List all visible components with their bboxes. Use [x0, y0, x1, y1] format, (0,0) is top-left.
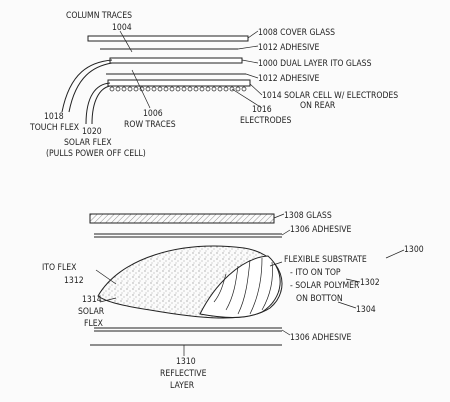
solar-cell-label-line1: 1014 SOLAR CELL W/ ELECTRODES: [262, 91, 398, 101]
solar-flex-leader: [99, 297, 117, 303]
ref-1004: 1004: [112, 23, 132, 33]
glass-label: 1308 GLASS: [284, 211, 332, 221]
electrode-bead: [151, 86, 157, 92]
touch-flex-cable-inner: [68, 62, 113, 113]
electrode-bead: [121, 86, 127, 92]
electrode-bead: [187, 86, 193, 92]
row-traces-leader: [131, 69, 151, 109]
ref-1314: 1314: [82, 295, 102, 305]
layer-label: LAYER: [170, 381, 195, 391]
touch-flex-cable: [61, 59, 113, 113]
ito-glass-leader: [241, 59, 259, 64]
dual-layer-ito-glass: [109, 57, 243, 64]
electrode-bead: [175, 86, 181, 92]
ito-flex-leader: [95, 269, 117, 285]
electrode-bead: [235, 86, 241, 92]
solar-flex-note: (PULLS POWER OFF CELL): [46, 149, 146, 159]
solar-polymer-label: - SOLAR POLYMER: [290, 281, 360, 291]
adhesive-mid-label: 1012 ADHESIVE: [258, 74, 320, 84]
solar-cell-label-line2: ON REAR: [300, 101, 336, 111]
flexible-substrate-label: FLEXIBLE SUBSTRATE: [284, 255, 367, 265]
ref-1018: 1018: [44, 112, 64, 122]
adhesive-top-label-b: 1306 ADHESIVE: [290, 225, 352, 235]
electrode-bead: [157, 86, 163, 92]
electrode-bead: [109, 86, 115, 92]
ref-1312: 1312: [64, 276, 84, 286]
solar-flex-label: SOLAR FLEX: [64, 138, 112, 148]
top-figure: COLUMN TRACES 1004 1008 COVER GLASS 1012…: [29, 11, 398, 159]
electrode-bead: [127, 86, 133, 92]
electrode-bead: [115, 86, 121, 92]
electrode-bead: [193, 86, 199, 92]
flex-label: FLEX: [84, 319, 104, 329]
electrode-bead: [169, 86, 175, 92]
solar-cell-layer: [107, 79, 251, 87]
reflective-label: REFLECTIVE: [160, 369, 207, 379]
electrode-bead: [133, 86, 139, 92]
ref-1304-leader: [337, 301, 357, 309]
bottom-figure: 1308 GLASS 1306 ADHESIVE FLEXIBLE SUBSTR…: [42, 211, 424, 391]
ref-1300: 1300: [404, 245, 424, 255]
dual-layer-ito-label: 1000 DUAL LAYER ITO GLASS: [258, 59, 372, 69]
column-traces-leader: [119, 30, 133, 53]
adhesive-top-leader: [237, 45, 259, 50]
ref-1310: 1310: [176, 357, 196, 367]
solar-flex-cable: [85, 82, 111, 125]
touch-flex-label: TOUCH FLEX: [29, 123, 80, 133]
ref-1300-leader: [385, 249, 405, 259]
electrode-bead: [205, 86, 211, 92]
electrodes-leader: [231, 88, 263, 109]
electrode-bead: [223, 86, 229, 92]
cover-glass-leader: [247, 30, 259, 39]
adhesive-top-label: 1012 ADHESIVE: [258, 43, 320, 53]
solar-polymer-hatching: [213, 257, 273, 315]
cover-glass-layer: [87, 35, 249, 42]
solar-flex-cable-inner: [91, 85, 111, 125]
ref-1016: 1016: [252, 105, 272, 115]
electrode-bead: [181, 86, 187, 92]
electrode-bead: [199, 86, 205, 92]
ref-1302: 1302: [360, 278, 380, 288]
electrodes-label: ELECTRODES: [240, 116, 291, 126]
electrode-bead: [217, 86, 223, 92]
rear-electrodes: [109, 86, 247, 92]
ref-1020: 1020: [82, 127, 102, 137]
adhesive-bottom-leader: [281, 329, 291, 336]
solar-cell-leader: [249, 83, 263, 96]
column-traces-label: COLUMN TRACES: [66, 11, 132, 21]
electrode-bead: [241, 86, 247, 92]
ref-1006: 1006: [143, 109, 163, 119]
row-traces-label: ROW TRACES: [124, 120, 176, 130]
substrate-leader: [269, 261, 283, 267]
solar-label: SOLAR: [78, 307, 105, 317]
ref-1302-leader: [345, 278, 361, 283]
ito-on-top-label: - ITO ON TOP: [290, 268, 341, 278]
adhesive-bottom-label: 1306 ADHESIVE: [290, 333, 352, 343]
ito-flex-label: ITO FLEX: [42, 263, 77, 273]
ref-1304: 1304: [356, 305, 376, 315]
on-bottom-label: ON BOTTON: [296, 294, 343, 304]
electrode-bead: [211, 86, 217, 92]
solar-polymer-region: [199, 255, 281, 318]
glass-leader: [273, 213, 285, 219]
cover-glass-label: 1008 COVER GLASS: [258, 28, 335, 38]
electrode-bead: [145, 86, 151, 92]
electrode-bead: [163, 86, 169, 92]
glass-layer: [89, 213, 275, 224]
adhesive-top-leader-b: [281, 229, 291, 236]
adhesive-mid-leader: [245, 73, 259, 79]
